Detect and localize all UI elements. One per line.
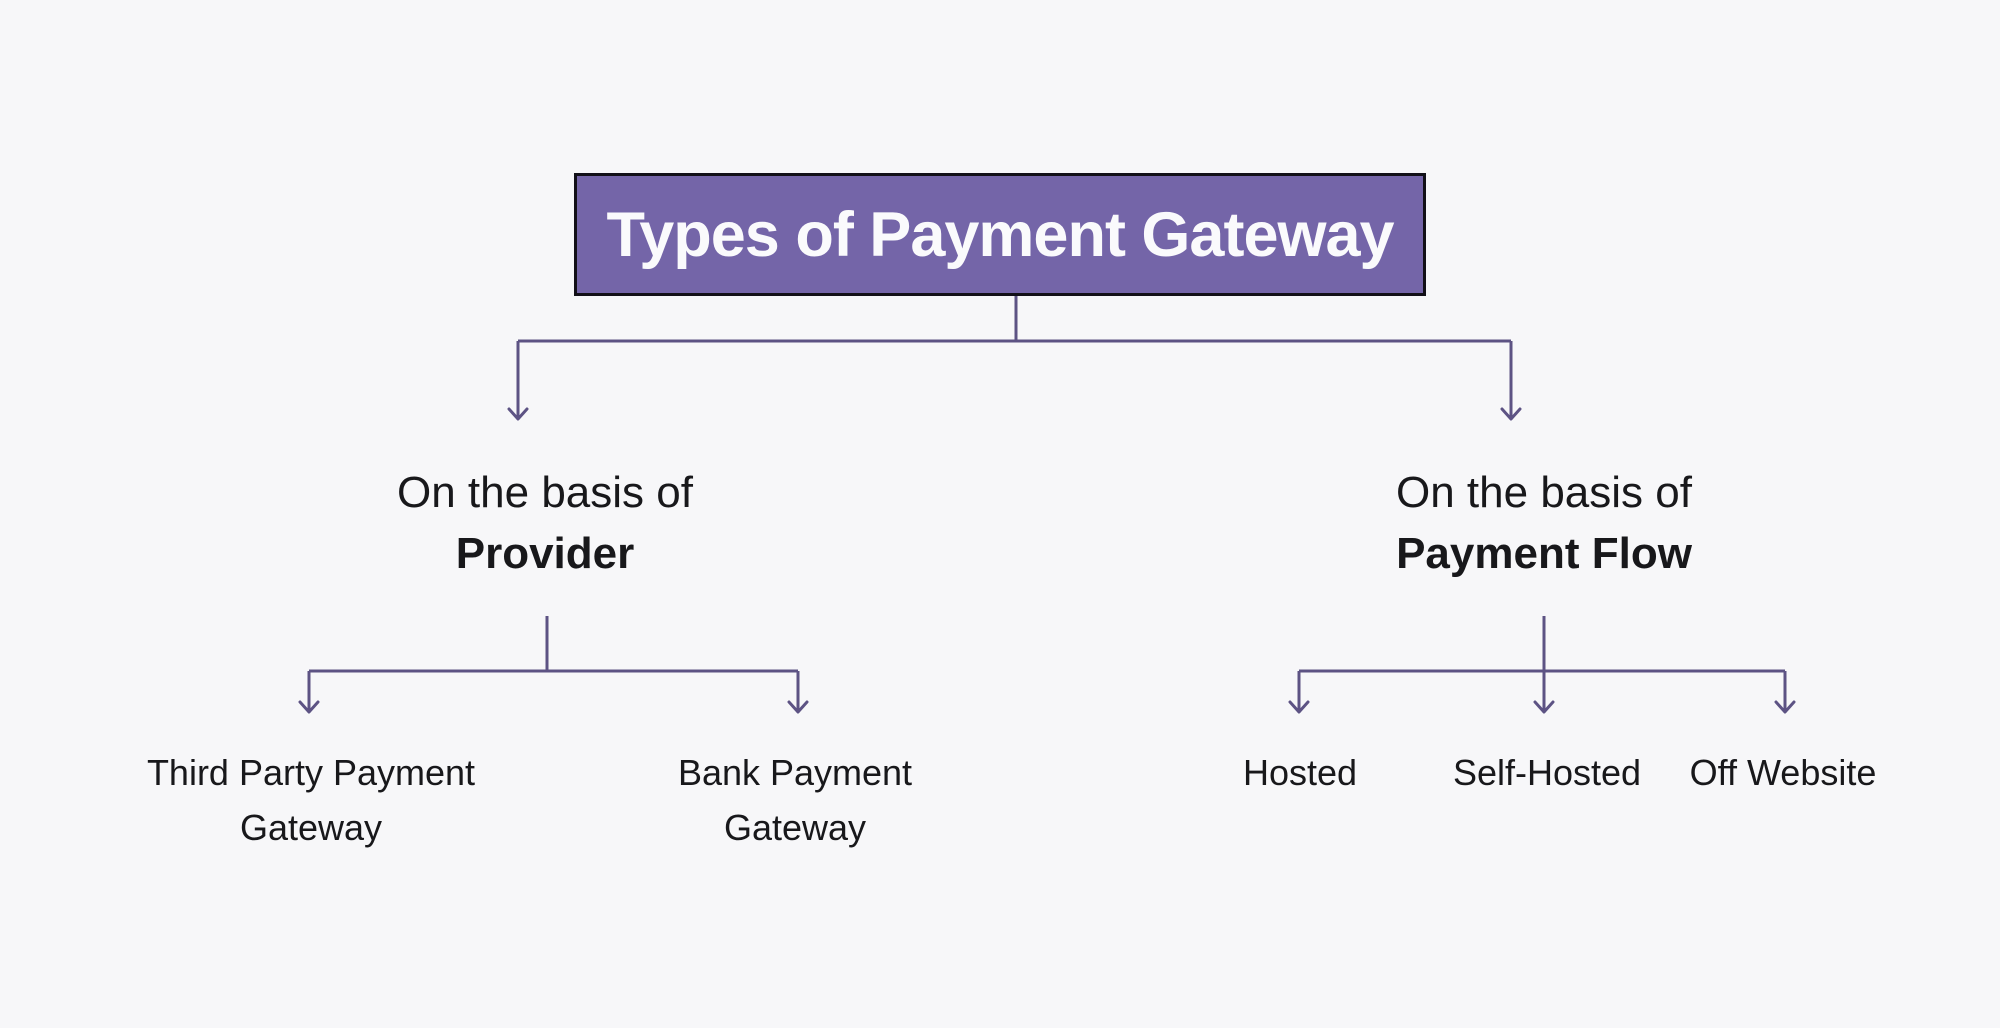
leaf-label-line: Gateway [723,807,867,848]
leaf-label-line: Bank Payment [677,752,913,793]
leaf-label-line: Gateway [239,807,383,848]
leaf-node-self-hosted: Self-Hosted [1397,745,1697,800]
branch-node-provider: On the basis of Provider [265,462,825,584]
leaf-node-bank-payment-gateway: Bank Payment Gateway [575,745,1015,855]
branch-label-emphasis: Payment Flow [1396,529,1692,578]
leaf-node-off-website: Off Website [1633,745,1933,800]
branch-label-emphasis: Provider [455,529,635,578]
leaf-label-line: Third Party Payment [146,752,476,793]
leaf-node-hosted: Hosted [1150,745,1450,800]
leaf-label-line: Self-Hosted [1452,752,1642,793]
arrow-down-icon [298,700,320,714]
branch-label-prefix: On the basis of [1396,468,1692,517]
title-node: Types of Payment Gateway [574,173,1426,296]
leaf-label-line: Off Website [1689,752,1877,793]
connector-top-level [507,296,1522,421]
branch-node-payment-flow: On the basis of Payment Flow [1264,462,1824,584]
arrow-down-icon [507,407,529,421]
leaf-label-line: Hosted [1242,752,1358,793]
diagram-title: Types of Payment Gateway [606,199,1394,270]
arrow-down-icon [1533,700,1555,714]
arrow-down-icon [1500,407,1522,421]
arrow-down-icon [1288,700,1310,714]
branch-label-prefix: On the basis of [397,468,693,517]
arrow-down-icon [787,700,809,714]
connector-right-branch [1288,616,1796,714]
arrow-down-icon [1774,700,1796,714]
connector-left-branch [298,616,809,714]
leaf-node-third-party-payment-gateway: Third Party Payment Gateway [91,745,531,855]
